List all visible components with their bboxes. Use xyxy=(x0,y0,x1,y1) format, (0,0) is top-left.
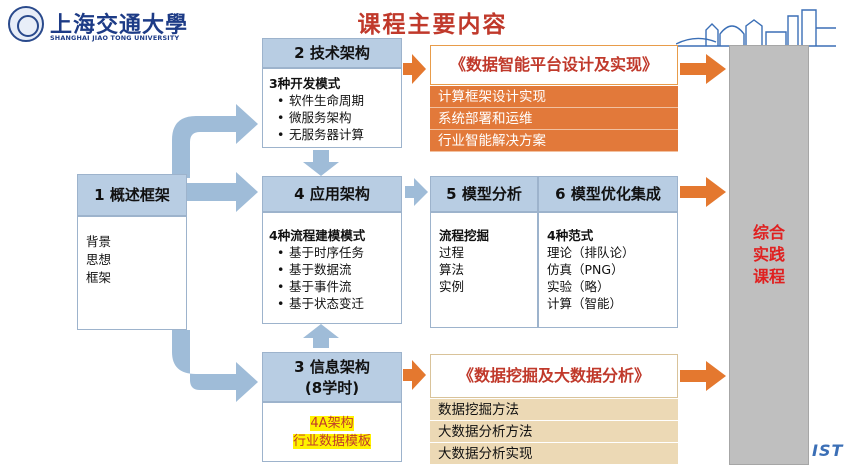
ist-logo-text: IST xyxy=(812,441,844,460)
arrow-info-to-app xyxy=(303,324,339,348)
list-item: 实例 xyxy=(439,279,465,294)
list-item: 大数据分析方法 xyxy=(430,421,678,443)
arrow-tech-to-platform xyxy=(403,54,426,84)
university-name-en: SHANGHAI JIAO TONG UNIVERSITY xyxy=(50,34,180,42)
model-opt-header: 6 模型优化集成 xyxy=(538,176,678,212)
arrow-overview-to-app xyxy=(186,172,258,212)
list-item: 仿真（PNG） xyxy=(547,262,624,277)
list-item: •微服务架构 xyxy=(277,110,352,125)
list-item: 实验（略） xyxy=(547,279,610,294)
app-title: 4 应用架构 xyxy=(294,185,370,203)
university-logo: 上海交通大學 SHANGHAI JIAO TONG UNIVERSITY xyxy=(8,6,188,44)
arrow-app-to-model xyxy=(405,178,428,206)
arrow-platform-to-practice xyxy=(680,54,726,84)
model-analysis-header: 5 模型分析 xyxy=(430,176,538,212)
list-item: •基于事件流 xyxy=(277,279,352,294)
list-item: •基于数据流 xyxy=(277,262,352,277)
app-body: 4种流程建模模式 •基于时序任务 •基于数据流 •基于事件流 •基于状态变迁 xyxy=(262,212,402,324)
model-opt-title: 6 模型优化集成 xyxy=(555,185,661,203)
ist-logo: IST xyxy=(808,440,856,464)
overview-title: 1 概述框架 xyxy=(94,186,170,204)
overview-header: 1 概述框架 xyxy=(77,174,187,216)
list-item: •软件生命周期 xyxy=(277,93,365,108)
list-item: •基于时序任务 xyxy=(277,245,365,260)
tech-header: 2 技术架构 xyxy=(262,38,402,68)
practice-label-line: 实践 xyxy=(752,245,785,264)
arrow-mining-to-practice xyxy=(680,361,726,391)
info-item-4a: 4A架构 xyxy=(310,416,354,431)
practice-panel xyxy=(729,45,809,465)
model-analysis-title: 5 模型分析 xyxy=(446,185,522,203)
arrow-overview-to-tech xyxy=(172,104,258,178)
tech-subtitle: 3种开发模式 xyxy=(269,76,341,91)
list-item: •无服务器计算 xyxy=(277,127,365,142)
info-body: 4A架构 行业数据模板 xyxy=(262,402,402,462)
model-opt-subtitle: 4种范式 xyxy=(547,228,594,243)
university-name-cn: 上海交通大學 xyxy=(50,12,189,38)
list-item: 算法 xyxy=(439,262,465,277)
list-item: 行业智能解决方案 xyxy=(430,130,678,152)
practice-label-line: 综合 xyxy=(752,223,785,242)
practice-label: 综合 实践 课程 xyxy=(729,222,809,288)
list-item: 系统部署和运维 xyxy=(430,108,678,130)
overview-item: 背景 xyxy=(86,234,112,249)
overview-item: 框架 xyxy=(86,270,112,285)
app-header: 4 应用架构 xyxy=(262,176,402,212)
overview-item: 思想 xyxy=(86,252,112,267)
platform-course-title: 《数据智能平台设计及实现》 xyxy=(430,45,678,85)
list-item: 计算（智能） xyxy=(547,296,623,311)
info-header: 3 信息架构 (8学时) xyxy=(262,352,402,402)
university-seal-icon xyxy=(8,6,44,42)
info-item-template: 行业数据模板 xyxy=(292,434,371,449)
platform-title-text: 《数据智能平台设计及实现》 xyxy=(449,55,658,74)
list-item: 计算框架设计实现 xyxy=(430,86,678,108)
arrow-model-to-practice xyxy=(680,177,726,207)
list-item: 数据挖掘方法 xyxy=(430,399,678,421)
tech-body: 3种开发模式 •软件生命周期 •微服务架构 •无服务器计算 xyxy=(262,68,402,148)
practice-label-line: 课程 xyxy=(752,267,785,286)
arrow-info-to-mining xyxy=(403,360,426,390)
app-subtitle: 4种流程建模模式 xyxy=(269,228,366,243)
mining-course-title: 《数据挖掘及大数据分析》 xyxy=(430,354,678,398)
arrow-overview-to-info xyxy=(172,330,258,402)
list-item: 理论（排队论） xyxy=(547,245,635,260)
list-item: 过程 xyxy=(439,245,465,260)
overview-body: 背景 思想 框架 xyxy=(77,216,187,330)
info-title: 3 信息架构 xyxy=(294,358,370,376)
tech-title: 2 技术架构 xyxy=(294,44,370,62)
mining-title-text: 《数据挖掘及大数据分析》 xyxy=(457,366,650,385)
info-hours: (8学时) xyxy=(304,379,360,397)
model-analysis-subtitle: 流程挖掘 xyxy=(439,228,490,243)
list-item: 大数据分析实现 xyxy=(430,443,678,465)
arrow-tech-to-app xyxy=(303,150,339,176)
page-title: 课程主要内容 xyxy=(357,12,508,38)
list-item: •基于状态变迁 xyxy=(277,296,365,311)
model-analysis-body: 流程挖掘 过程 算法 实例 xyxy=(430,212,538,328)
model-opt-body: 4种范式 理论（排队论） 仿真（PNG） 实验（略） 计算（智能） xyxy=(538,212,678,328)
